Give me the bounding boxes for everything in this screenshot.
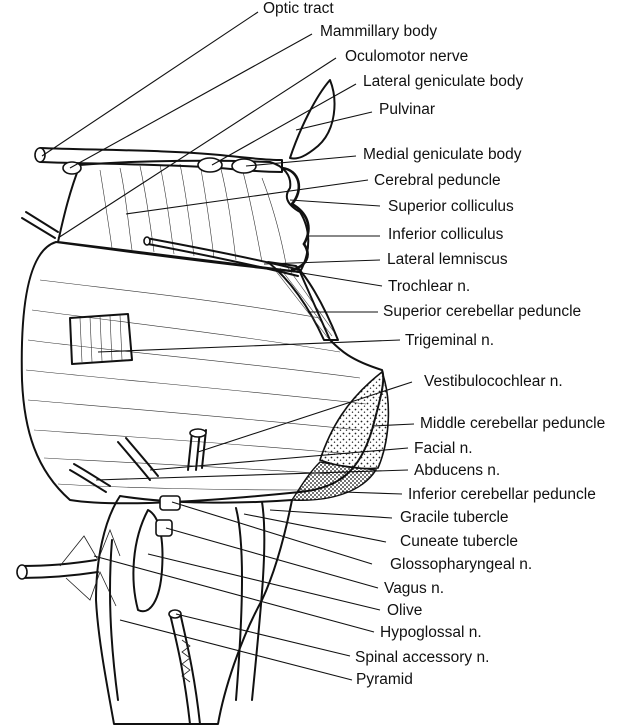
label-abducens-n: Abducens n. <box>414 462 501 479</box>
middle-cerebellar-peduncle-shape <box>318 370 390 470</box>
trochlear-nerve-shape <box>145 237 301 277</box>
label-pulvinar: Pulvinar <box>379 101 435 118</box>
pons-striations <box>25 279 367 491</box>
label-glossopharyngeal-n: Glossopharyngeal n. <box>390 556 533 573</box>
label-lateral-geniculate-body: Lateral geniculate body <box>363 73 524 90</box>
label-inferior-colliculus: Inferior colliculus <box>388 226 504 243</box>
medial-geniculate-shape <box>231 158 257 174</box>
label-optic-tract: Optic tract <box>263 0 334 17</box>
label-trochlear-n: Trochlear n. <box>388 278 471 295</box>
label-mammillary-body: Mammillary body <box>320 23 438 40</box>
trigeminal-nerve-shape <box>69 313 133 365</box>
label-facial-n: Facial n. <box>414 440 473 457</box>
gracile-tubercle-shape <box>251 501 266 701</box>
optic-tract-end <box>34 147 46 163</box>
vagus-nerve-shape <box>155 519 173 537</box>
label-superior-cerebellar-peduncle: Superior cerebellar peduncle <box>383 303 582 320</box>
label-inferior-cerebellar-peduncle: Inferior cerebellar peduncle <box>408 486 596 503</box>
label-oculomotor-nerve: Oculomotor nerve <box>345 48 469 65</box>
label-olive: Olive <box>387 602 423 619</box>
superior-cerebellar-peduncle-shape <box>267 261 339 341</box>
superior-colliculus-shape <box>280 166 310 246</box>
label-gracile-tubercle: Gracile tubercle <box>400 509 509 526</box>
label-hypoglossal-n: Hypoglossal n. <box>380 624 482 641</box>
label-vagus-n: Vagus n. <box>384 580 445 597</box>
vestibulocochlear-nerve-shape <box>117 437 159 481</box>
label-middle-cerebellar-peduncle: Middle cerebellar peduncle <box>420 415 606 432</box>
label-trigeminal-n: Trigeminal n. <box>405 332 495 349</box>
lateral-geniculate-shape <box>197 157 223 173</box>
label-superior-colliculus: Superior colliculus <box>388 198 514 215</box>
peduncle-striations <box>99 163 287 265</box>
pyramid-shape <box>109 539 119 701</box>
label-spinal-accessory-n: Spinal accessory n. <box>355 649 490 666</box>
medulla-shape <box>95 495 293 725</box>
pulvinar-shape <box>289 79 336 160</box>
optic-tract-shape <box>39 147 283 173</box>
oculomotor-nerve-shape <box>21 211 59 239</box>
midbrain-shape <box>57 159 310 273</box>
glossopharyngeal-nerve-shape <box>159 495 181 511</box>
hypoglossal-nerve-shape <box>19 559 99 579</box>
leader-lines <box>41 11 415 681</box>
label-cuneate-tubercle: Cuneate tubercle <box>400 533 519 550</box>
spinal-accessory-nerve-shape <box>169 611 201 725</box>
label-lateral-lemniscus: Lateral lemniscus <box>387 251 508 268</box>
label-pyramid: Pyramid <box>356 671 413 688</box>
label-cerebral-peduncle: Cerebral peduncle <box>374 172 501 189</box>
abducens-nerve-shape <box>69 463 111 493</box>
label-vestibulocochlear-n: Vestibulocochlear n. <box>424 373 563 390</box>
cuneate-tubercle-shape <box>235 507 243 701</box>
label-medial-geniculate-body: Medial geniculate body <box>363 146 522 163</box>
